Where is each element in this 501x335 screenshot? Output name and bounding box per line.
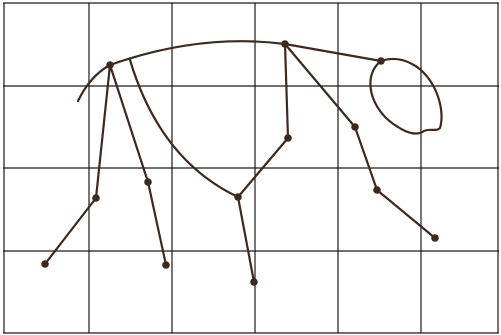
joint-hind-knee-back bbox=[92, 194, 100, 202]
joint-fore-foot bbox=[431, 234, 439, 242]
hind-leg-lower-back bbox=[45, 198, 96, 264]
stick-figure bbox=[45, 41, 442, 282]
hind-leg-upper-back bbox=[96, 65, 110, 198]
joint-front-foot bbox=[250, 278, 258, 286]
back-line bbox=[110, 41, 285, 65]
joint-hip bbox=[106, 61, 114, 69]
joint-head bbox=[377, 57, 385, 65]
shoulder-line bbox=[285, 44, 288, 138]
tail-curve bbox=[78, 65, 110, 101]
joint-neck bbox=[351, 123, 359, 131]
joint-hind-knee-front bbox=[144, 178, 152, 186]
joint-front-knee bbox=[234, 193, 242, 201]
hind-leg-lower-front bbox=[148, 182, 166, 265]
joint-fore-knee bbox=[373, 186, 381, 194]
back-to-head-line bbox=[285, 44, 381, 61]
joint-shoulder bbox=[281, 40, 289, 48]
hind-leg-upper-front bbox=[110, 65, 148, 182]
joint-hind-foot-back bbox=[41, 260, 49, 268]
joint-elbow bbox=[284, 134, 292, 142]
joints bbox=[41, 40, 439, 286]
head-outline bbox=[370, 59, 441, 133]
fore-leg-upper bbox=[355, 127, 377, 190]
fore-leg-lower bbox=[377, 190, 435, 238]
front-leg-lower bbox=[238, 197, 254, 282]
joint-hind-foot-front bbox=[162, 261, 170, 269]
